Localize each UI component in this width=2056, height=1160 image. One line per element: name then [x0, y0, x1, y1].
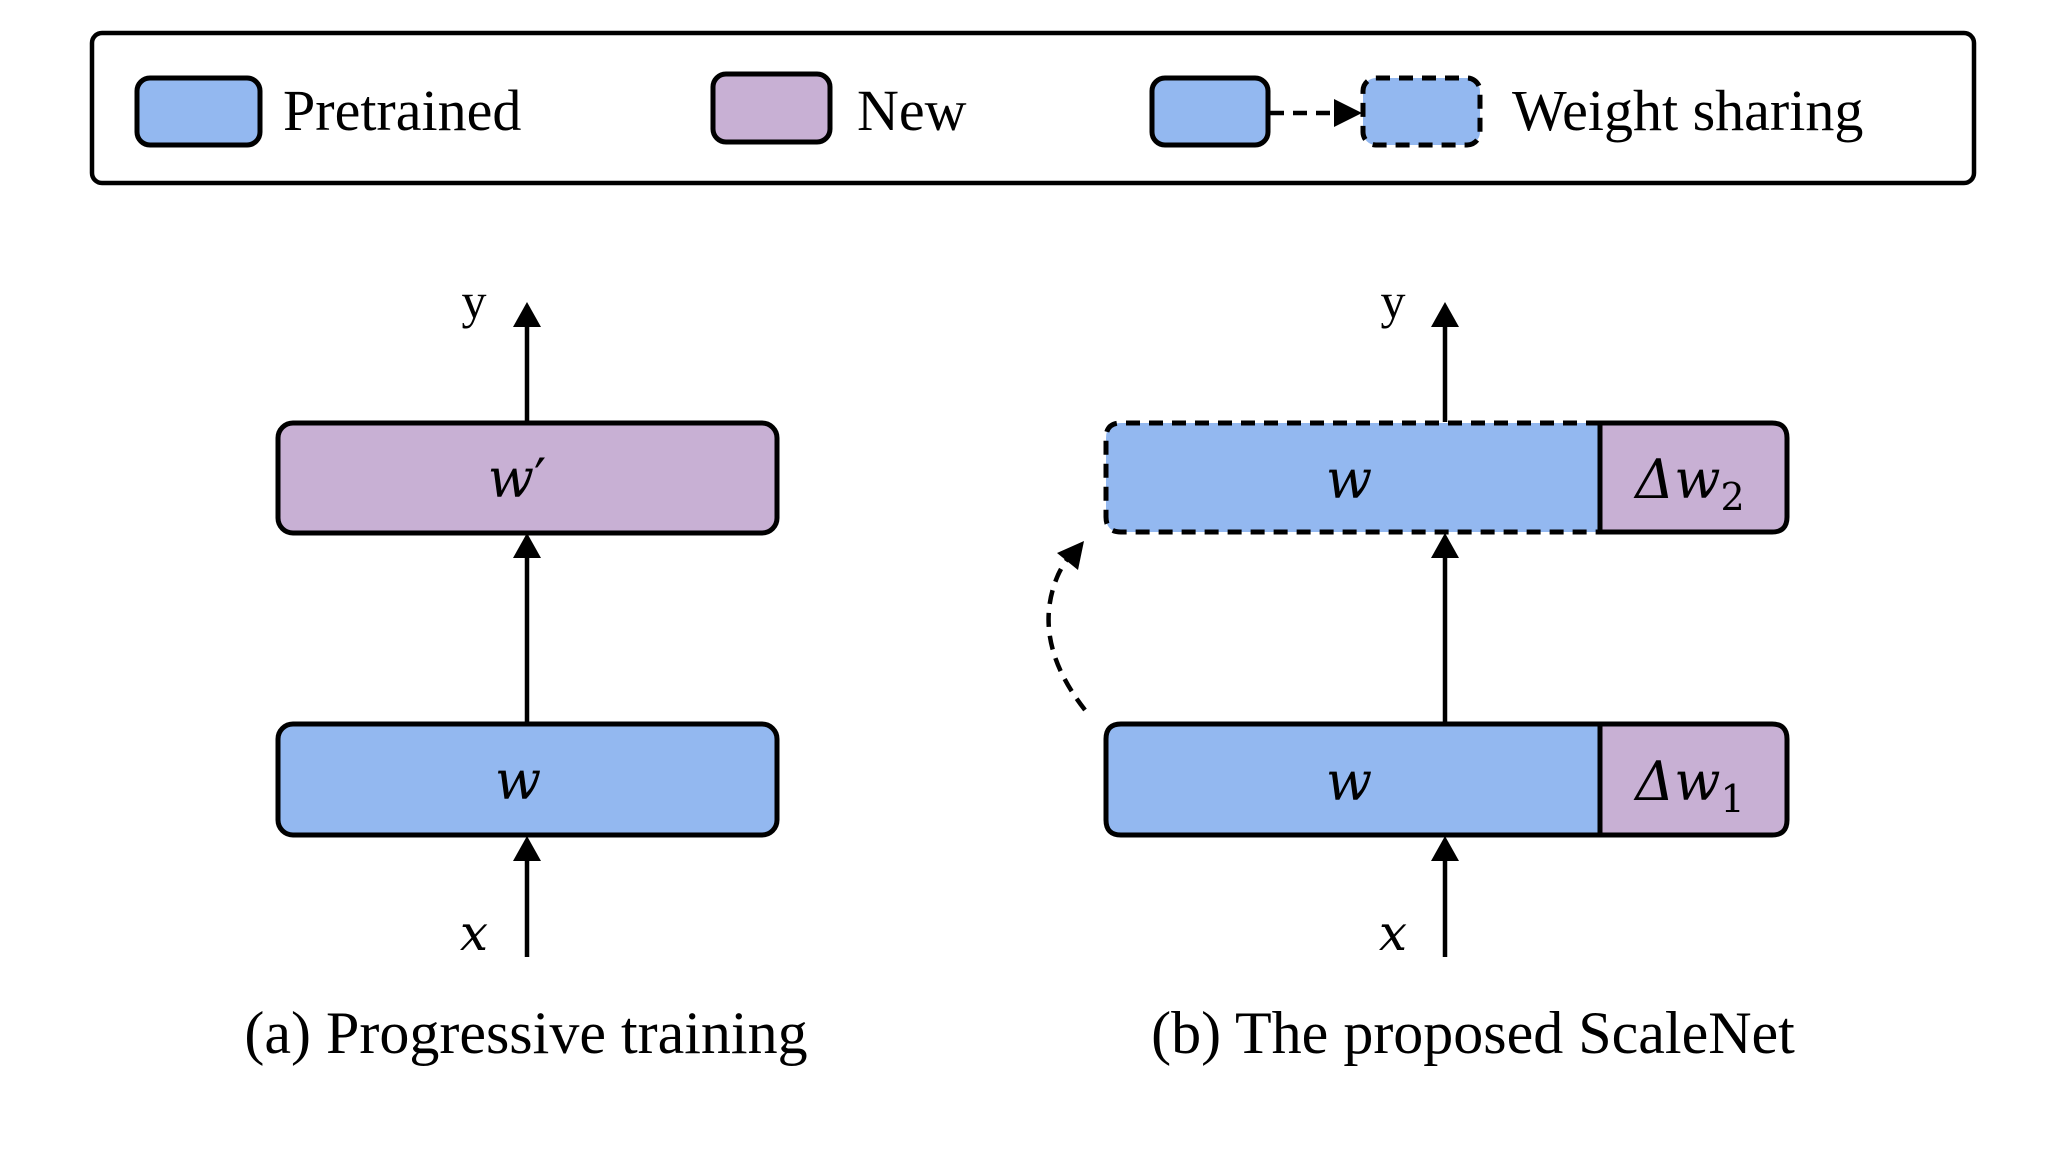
panel-b-input-label: x [1379, 904, 1407, 962]
panel-a-top-block [275, 420, 780, 536]
legend-label-weight-sharing: Weight sharing [1512, 78, 1863, 143]
panel-b-weight-sharing-arrowhead-icon [1057, 541, 1084, 570]
panel-a-progressive-training: y w′ w x (a) Progressive training [244, 273, 807, 1066]
panel-b-top-shared-weight-block [1103, 420, 1603, 535]
panel-b-output-arrowhead-icon [1431, 302, 1459, 327]
panel-a-top-block-label: w′ [488, 447, 547, 510]
legend-item-new: New [710, 71, 967, 145]
panel-b-output-label: y [1381, 273, 1406, 329]
panel-b-top-delta-label: Δw2 [1633, 448, 1744, 519]
legend-item-pretrained: Pretrained [134, 75, 521, 148]
panel-a-input-label: x [460, 904, 488, 962]
panel-b-top-block: w Δw2 [1103, 420, 1790, 535]
weight-sharing-target-swatch [1360, 75, 1483, 148]
panel-b-bottom-shared-weight-block [1103, 721, 1603, 838]
panel-b-bottom-block: w Δw1 [1103, 721, 1790, 838]
panel-b-scalenet: y w Δw2 w Δw1 x (b) The proposed ScaleNe… [1046, 273, 1795, 1066]
panel-b-bottom-delta-block [1597, 721, 1790, 838]
weight-sharing-arrowhead-icon [1334, 99, 1362, 127]
panel-b-top-delta-block [1597, 420, 1790, 535]
legend-label-pretrained: Pretrained [283, 78, 521, 143]
panel-a-input-arrowhead-icon [513, 836, 541, 861]
panel-b-middle-arrowhead-icon [1431, 533, 1459, 558]
weight-sharing-source-swatch [1149, 75, 1271, 148]
panel-b-weight-sharing-arrow [1046, 553, 1087, 712]
panel-a-output-label: y [462, 273, 487, 329]
new-swatch [710, 71, 833, 145]
pretrained-swatch [134, 75, 263, 148]
panel-a-bottom-block-label: w [495, 749, 541, 812]
panel-b-top-shared-label: w [1326, 448, 1372, 511]
panel-b-caption: (b) The proposed ScaleNet [1151, 1000, 1795, 1066]
panel-a-middle-arrowhead-icon [513, 533, 541, 558]
panel-a-output-arrowhead-icon [513, 302, 541, 327]
panel-b-bottom-delta-label: Δw1 [1633, 750, 1744, 821]
legend-item-weight-sharing: Weight sharing [1149, 75, 1863, 148]
panel-a-caption: (a) Progressive training [244, 1000, 807, 1066]
panel-b-bottom-shared-label: w [1326, 750, 1372, 813]
legend-frame [89, 30, 1977, 186]
panel-b-input-arrowhead-icon [1431, 836, 1459, 861]
panel-a-bottom-block [275, 721, 780, 838]
legend-label-new: New [857, 78, 967, 143]
legend: Pretrained New Weight sharing [89, 30, 1977, 186]
